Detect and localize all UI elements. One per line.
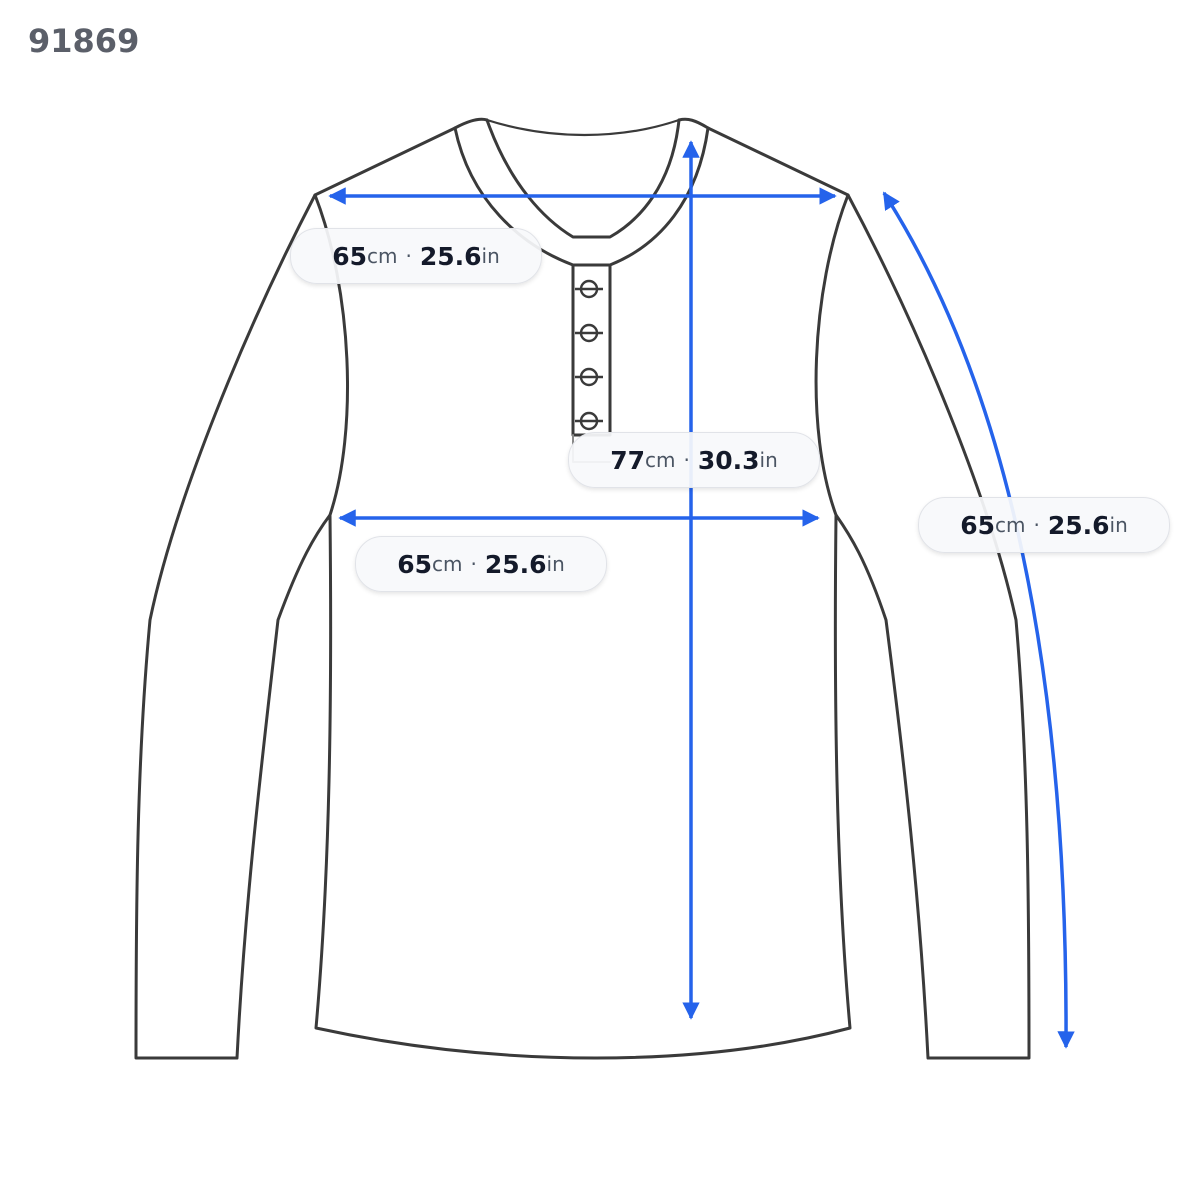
sleeve-separator: · <box>1033 513 1040 537</box>
chest-separator: · <box>470 552 477 576</box>
chest-cm-value: 65 <box>397 549 433 579</box>
chest-in-value: 25.6 <box>484 549 547 579</box>
shoulder-in-unit: in <box>481 244 500 268</box>
placket-button <box>575 279 603 299</box>
shoulder-in-value: 25.6 <box>419 241 482 271</box>
sleeve-cm-unit: cm <box>995 513 1026 537</box>
sleeve-in-value: 25.6 <box>1047 510 1110 540</box>
shoulder-cm-unit: cm <box>367 244 398 268</box>
chest-in-unit: in <box>546 552 565 576</box>
placket-button <box>575 323 603 343</box>
neck-back <box>453 117 710 130</box>
shoulder-cm-value: 65 <box>332 241 368 271</box>
length-in-value: 30.3 <box>697 445 760 475</box>
length-cm-value: 77 <box>610 445 646 475</box>
sleeve-cm-value: 65 <box>960 510 996 540</box>
shirt-outline <box>134 126 1031 1060</box>
placket-button <box>575 367 603 387</box>
length-in-unit: in <box>759 448 778 472</box>
product-id: 91869 <box>28 22 140 60</box>
right-armhole-seam <box>814 193 850 517</box>
chest-cm-unit: cm <box>432 552 463 576</box>
length-cm-unit: cm <box>645 448 676 472</box>
shoulder-separator: · <box>405 244 412 268</box>
collar-inner <box>485 118 681 239</box>
sleeve-length-arrow <box>882 191 1075 1049</box>
neck-back-inner <box>485 118 681 137</box>
placket-button <box>575 411 603 431</box>
length-separator: · <box>683 448 690 472</box>
sleeve-in-unit: in <box>1109 513 1128 537</box>
